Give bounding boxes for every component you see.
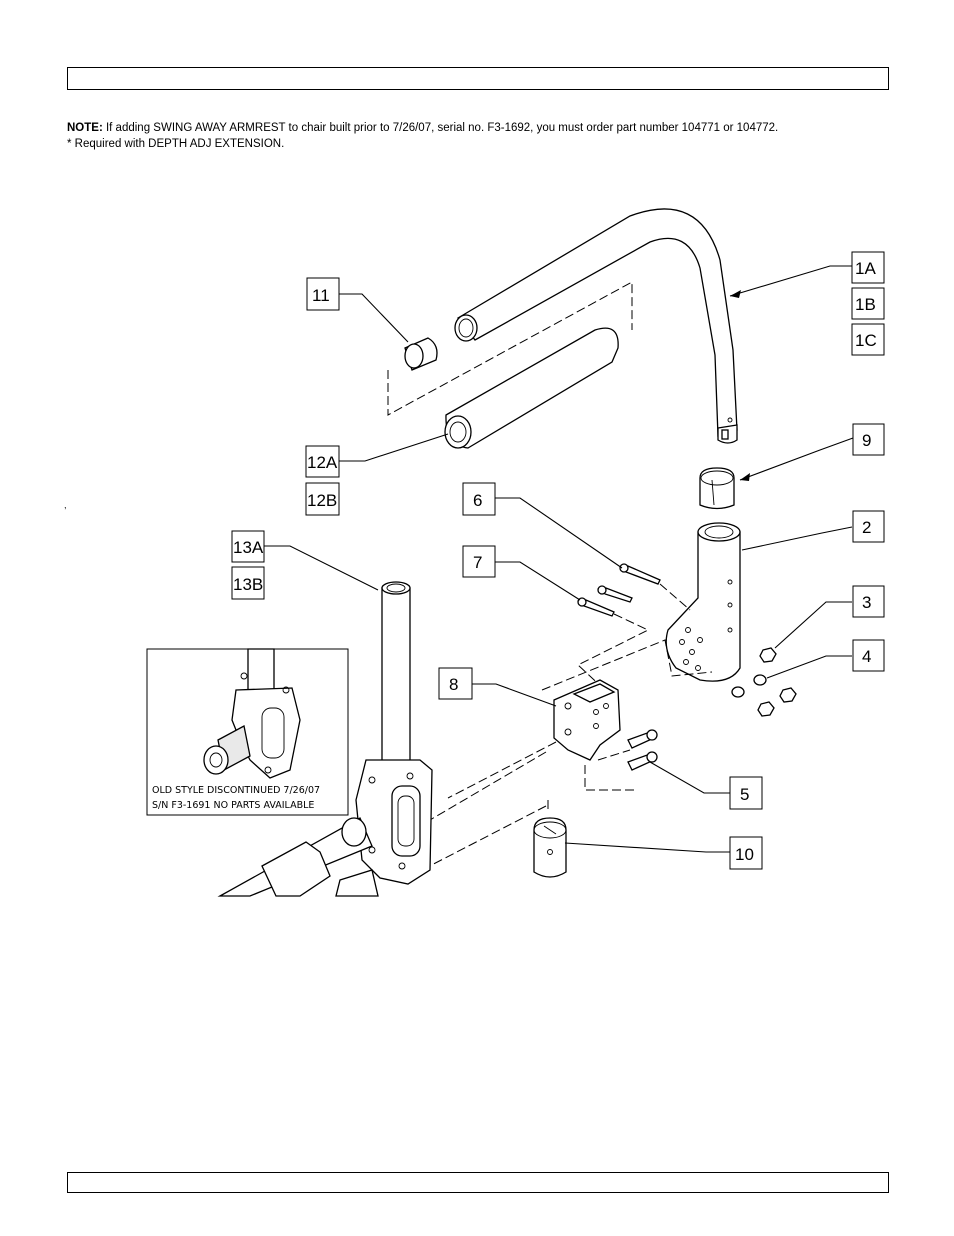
- svg-text:11: 11: [312, 286, 330, 305]
- callout-1B: 1B: [851, 287, 885, 320]
- note-block: NOTE: If adding SWING AWAY ARMREST to ch…: [67, 120, 778, 152]
- callout-10: 10: [729, 836, 763, 870]
- nut-washer-parts: [731, 647, 797, 717]
- svg-text:1A: 1A: [855, 259, 876, 278]
- callout-9: 9: [852, 423, 885, 456]
- svg-text:13A: 13A: [233, 538, 264, 557]
- svg-text:10: 10: [735, 845, 754, 864]
- svg-text:8: 8: [449, 675, 458, 694]
- old-style-inset: OLD STYLE DISCONTINUED 7/26/07 S/N F3-16…: [146, 648, 349, 816]
- clamp-part: [553, 679, 621, 761]
- svg-text:12A: 12A: [307, 453, 338, 472]
- arm-tube-part: [454, 208, 738, 444]
- note-line-2: * Required with DEPTH ADJ EXTENSION.: [67, 138, 285, 150]
- callout-5: 5: [729, 776, 763, 810]
- callout-6: 6: [462, 482, 496, 516]
- svg-text:6: 6: [473, 491, 482, 510]
- stray-mark: ,: [64, 500, 67, 510]
- inset-caption-line-2: S/N F3-1691 NO PARTS AVAILABLE: [152, 800, 314, 811]
- wheelchair-frame-tube: [217, 817, 379, 897]
- inset-caption-line-1: OLD STYLE DISCONTINUED 7/26/07: [152, 785, 320, 796]
- callout-3: 3: [852, 585, 885, 618]
- callout-8: 8: [438, 667, 473, 700]
- svg-text:12B: 12B: [307, 491, 337, 510]
- callout-12B: 12B: [305, 482, 340, 516]
- end-plug-part: [404, 337, 438, 371]
- note-text: If adding SWING AWAY ARMREST to chair bu…: [102, 122, 779, 134]
- svg-text:7: 7: [473, 553, 482, 572]
- receiver-part: [665, 522, 741, 682]
- callout-13B: 13B: [231, 566, 265, 600]
- bolt-parts-6-7: [577, 563, 661, 617]
- callout-1C: 1C: [851, 323, 885, 356]
- callout-4: 4: [852, 639, 885, 672]
- armrest-socket-part: [355, 581, 433, 885]
- callout-7: 7: [462, 545, 496, 578]
- leader-lines: [264, 265, 854, 853]
- callout-1A: 1A: [851, 251, 885, 284]
- callout-12A: 12A: [305, 445, 340, 478]
- svg-text:9: 9: [862, 431, 871, 450]
- svg-text:5: 5: [740, 785, 749, 804]
- pivot-part: [533, 817, 567, 878]
- svg-text:13B: 13B: [233, 575, 263, 594]
- note-label: NOTE:: [67, 122, 103, 134]
- callout-2: 2: [852, 510, 885, 543]
- callout-11: 11: [306, 277, 340, 311]
- screw-parts: [627, 729, 658, 771]
- armpad-part: [444, 327, 619, 449]
- svg-text:1B: 1B: [855, 295, 876, 314]
- callout-13A: 13A: [231, 530, 265, 563]
- header-bar: [67, 67, 889, 90]
- svg-text:1C: 1C: [855, 331, 877, 350]
- note-line-1: NOTE: If adding SWING AWAY ARMREST to ch…: [67, 120, 778, 136]
- svg-text:4: 4: [862, 647, 871, 666]
- bushing-part: [699, 467, 735, 510]
- footer-bar: [67, 1172, 889, 1193]
- svg-text:3: 3: [862, 593, 871, 612]
- svg-text:2: 2: [862, 518, 871, 537]
